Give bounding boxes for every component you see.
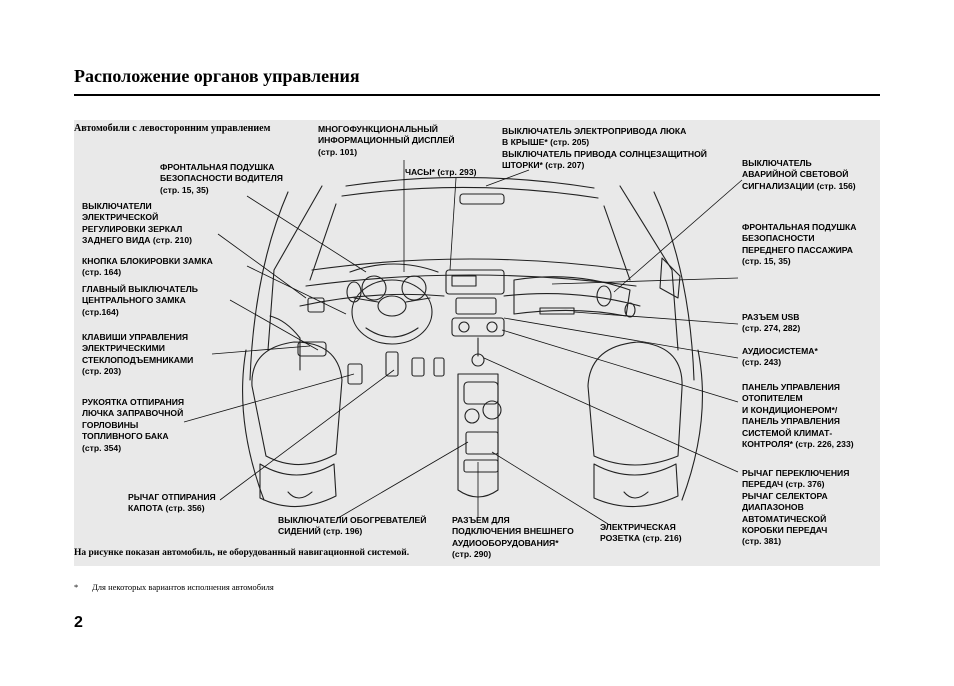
label-window-switches: КЛАВИШИ УПРАВЛЕНИЯ ЭЛЕКТРИЧЕСКИМИ СТЕКЛО… bbox=[82, 332, 194, 377]
label-master-lock: ГЛАВНЫЙ ВЫКЛЮЧАТЕЛЬ ЦЕНТРАЛЬНОГО ЗАМКА (… bbox=[82, 284, 198, 317]
label-power-socket: ЭЛЕКТРИЧЕСКАЯ РОЗЕТКА (стр. 216) bbox=[600, 522, 682, 544]
label-shift-lever: РЫЧАГ ПЕРЕКЛЮЧЕНИЯ ПЕРЕДАЧ (стр. 376) РЫ… bbox=[742, 468, 850, 547]
title-rule bbox=[74, 94, 880, 96]
page-number: 2 bbox=[74, 614, 83, 631]
car-interior-illustration bbox=[183, 160, 743, 525]
label-audio: АУДИОСИСТЕМА* (стр. 243) bbox=[742, 346, 818, 368]
label-hood-release: РЫЧАГ ОТПИРАНИЯ КАПОТА (стр. 356) bbox=[128, 492, 216, 514]
page-title: Расположение органов управления bbox=[74, 66, 360, 86]
illustration-note: На рисунке показан автомобиль, не оборуд… bbox=[74, 548, 410, 558]
footnote-text: Для некоторых вариантов исполнения автом… bbox=[92, 582, 274, 592]
label-fuel-door: РУКОЯТКА ОТПИРАНИЯ ЛЮЧКА ЗАПРАВОЧНОЙ ГОР… bbox=[82, 397, 185, 453]
label-aux-jack: РАЗЪЕМ ДЛЯ ПОДКЛЮЧЕНИЯ ВНЕШНЕГО АУДИООБО… bbox=[452, 515, 574, 560]
label-passenger-airbag: ФРОНТАЛЬНАЯ ПОДУШКА БЕЗОПАСНОСТИ ПЕРЕДНЕ… bbox=[742, 222, 857, 267]
label-driver-airbag: ФРОНТАЛЬНАЯ ПОДУШКА БЕЗОПАСНОСТИ ВОДИТЕЛ… bbox=[160, 162, 283, 195]
label-sunroof-switch: ВЫКЛЮЧАТЕЛЬ ЭЛЕКТРОПРИВОДА ЛЮКА В КРЫШЕ*… bbox=[502, 126, 707, 171]
vehicle-subtitle: Автомобили с левосторонним управлением bbox=[74, 123, 271, 134]
label-multi-display: МНОГОФУНКЦИОНАЛЬНЫЙ ИНФОРМАЦИОННЫЙ ДИСПЛ… bbox=[318, 124, 455, 157]
label-usb: РАЗЪЕМ USB (стр. 274, 282) bbox=[742, 312, 801, 334]
label-lock-button: КНОПКА БЛОКИРОВКИ ЗАМКА (стр. 164) bbox=[82, 256, 213, 278]
label-clock: ЧАСЫ* (стр. 293) bbox=[405, 167, 477, 177]
footnote-mark: * bbox=[74, 582, 79, 592]
label-mirror-switches: ВЫКЛЮЧАТЕЛИ ЭЛЕКТРИЧЕСКОЙ РЕГУЛИРОВКИ ЗЕ… bbox=[82, 201, 192, 246]
label-climate-panel: ПАНЕЛЬ УПРАВЛЕНИЯ ОТОПИТЕЛЕМ И КОНДИЦИОН… bbox=[742, 382, 854, 450]
footnote: * Для некоторых вариантов исполнения авто… bbox=[74, 582, 274, 592]
label-hazard-switch: ВЫКЛЮЧАТЕЛЬ АВАРИЙНОЙ СВЕТОВОЙ СИГНАЛИЗА… bbox=[742, 158, 856, 191]
label-seat-heaters: ВЫКЛЮЧАТЕЛИ ОБОГРЕВАТЕЛЕЙ СИДЕНИЙ (стр. … bbox=[278, 515, 427, 537]
